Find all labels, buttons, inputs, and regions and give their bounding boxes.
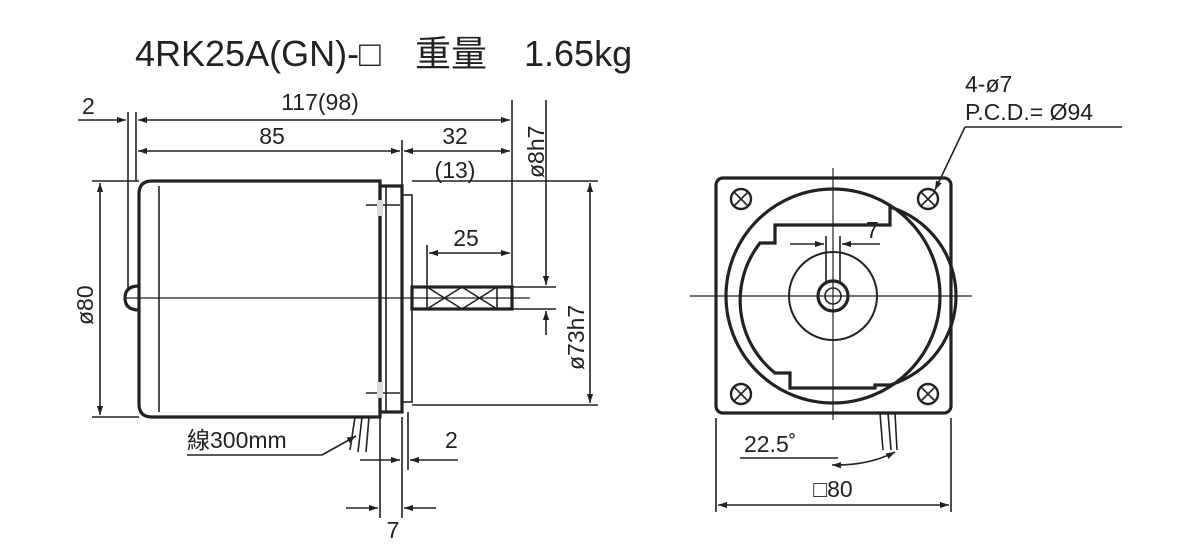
model-number: 4RK25A(GN)-□	[135, 33, 381, 74]
front-view: 7 4-ø7 P.C.D.= Ø94 22.5˚ □80	[690, 71, 1122, 512]
dim-flange-thickness: 7	[387, 517, 400, 543]
dim-shaft-diameter: ø8h7	[523, 126, 549, 178]
weight-value: 1.65kg	[524, 33, 632, 74]
flange	[378, 184, 404, 414]
dim-flange-gap: 2	[445, 427, 458, 453]
dim-shaft-length-alt: (13)	[435, 157, 476, 183]
dim-rear-gap: 2	[82, 93, 95, 119]
rear-nub	[123, 284, 140, 312]
inner-recess	[738, 204, 958, 390]
dim-square-size: □80	[813, 476, 852, 502]
dim-key-length: 25	[453, 225, 479, 251]
dim-pilot-diameter: ø73h7	[563, 305, 589, 370]
mounting-hole-tr	[916, 187, 940, 211]
pcd-spec: P.C.D.= Ø94	[965, 99, 1093, 125]
side-view: 2 117(98) 85 32 (13) 25 ø8h7 ø80 ø73h7 線…	[72, 89, 598, 543]
dim-shaft-length: 32	[442, 123, 468, 149]
motor-body	[137, 179, 382, 419]
weight-label: 重量	[415, 33, 487, 74]
dim-key-width: 7	[866, 217, 879, 243]
front-lead-wires	[879, 412, 898, 451]
mounting-hole-tl	[729, 187, 753, 211]
lead-wires	[349, 416, 370, 453]
lead-wire-label: 線300mm	[187, 427, 287, 453]
mounting-hole-bl	[729, 382, 753, 406]
dim-body-length: 85	[259, 123, 285, 149]
dim-overall-length: 117(98)	[281, 89, 359, 115]
dim-body-diameter: ø80	[72, 285, 98, 325]
drawing-title: 4RK25A(GN)-□ 重量 1.65kg	[135, 33, 632, 74]
hole-spec: 4-ø7	[965, 71, 1012, 97]
angle-label: 22.5˚	[744, 431, 796, 457]
mounting-hole-br	[916, 382, 940, 406]
